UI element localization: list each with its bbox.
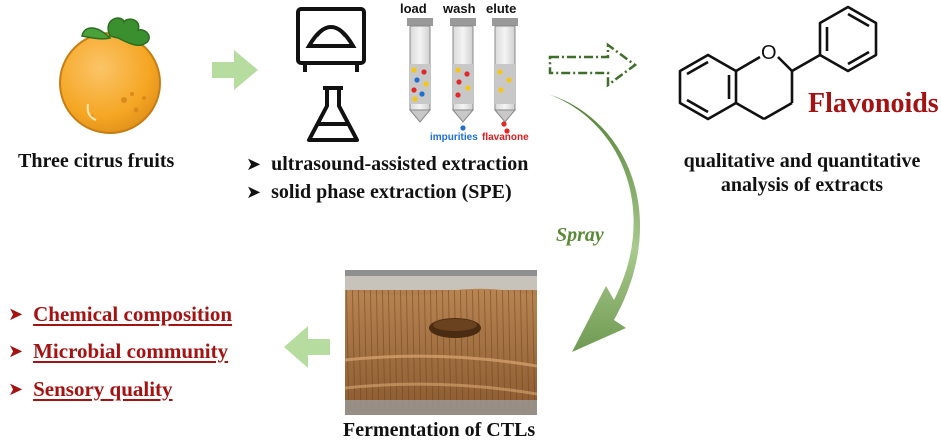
fruit-label: Three citrus fruits	[18, 150, 175, 172]
fermentation-label: Fermentation of CTLs	[343, 419, 536, 441]
flavonoid-structure	[678, 5, 878, 121]
flavonoids-label: Flavonoids	[808, 88, 939, 119]
spe-columns-diagram	[407, 18, 518, 134]
column-label-wash: wash	[443, 1, 476, 16]
fermentation-photo	[345, 270, 537, 415]
chevron-right-icon: ➤	[8, 378, 24, 400]
analysis-line-2: analysis of extracts	[720, 174, 884, 196]
ultrasound-device-icon	[296, 7, 366, 72]
orange-fruit-icon	[59, 17, 161, 134]
spray-label: Spray	[556, 224, 604, 246]
outcomes-list: ➤ Chemical composition ➤ Microbial commu…	[8, 296, 232, 408]
chevron-right-icon: ➤	[246, 153, 262, 175]
method-item: ➤ ultrasound-assisted extraction	[246, 150, 528, 178]
flavanone-tag: flavanone	[482, 132, 529, 143]
spe-column-wash	[450, 18, 476, 131]
chevron-right-icon: ➤	[246, 181, 262, 203]
outcome-label: Chemical composition	[33, 301, 232, 326]
left-arrow-icon	[284, 326, 330, 368]
column-label-load: load	[400, 1, 427, 16]
chevron-right-icon: ➤	[8, 340, 24, 362]
dashed-arrow-icon	[548, 42, 638, 88]
chevron-right-icon: ➤	[8, 303, 24, 325]
impurities-tag: impurities	[430, 132, 478, 143]
outcome-item: ➤ Sensory quality	[8, 370, 232, 408]
method-item: ➤ solid phase extraction (SPE)	[246, 178, 528, 206]
outcome-item: ➤ Microbial community	[8, 332, 232, 370]
methods-list: ➤ ultrasound-assisted extraction ➤ solid…	[246, 150, 528, 206]
analysis-line-1: qualitative and quantitative	[683, 150, 921, 172]
column-label-elute: elute	[486, 1, 517, 16]
oxygen-atom-label: O	[761, 42, 777, 64]
spe-column-elute	[492, 18, 518, 134]
method-label: ultrasound-assisted extraction	[271, 152, 529, 175]
method-label: solid phase extraction (SPE)	[271, 180, 512, 203]
outcome-item: ➤ Chemical composition	[8, 296, 232, 332]
flask-icon	[307, 86, 359, 142]
spe-column-load	[407, 18, 433, 123]
process-arrow-icon	[212, 50, 258, 90]
outcome-label: Microbial community	[33, 338, 229, 363]
outcome-label: Sensory quality	[33, 376, 173, 401]
